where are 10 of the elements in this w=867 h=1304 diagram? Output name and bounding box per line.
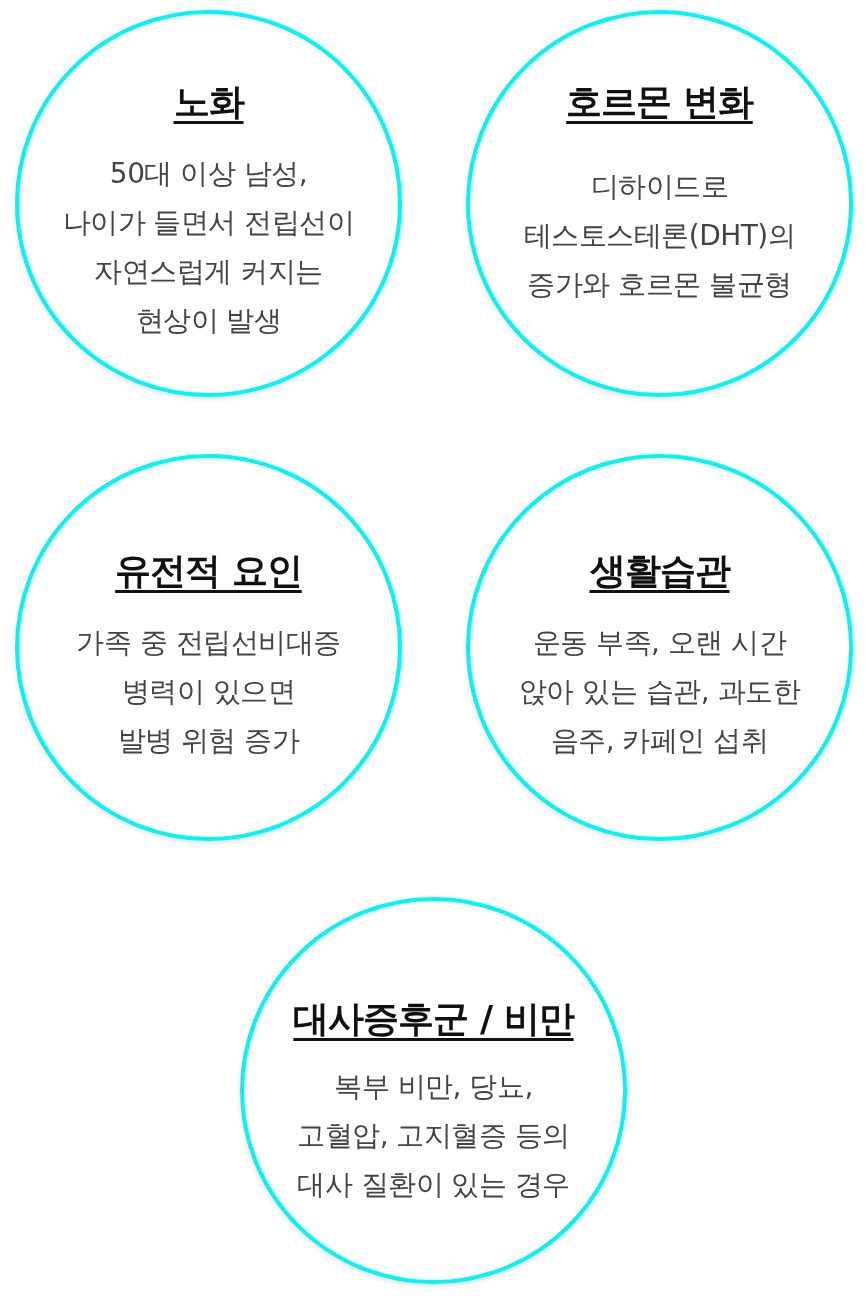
circle-description: 복부 비만, 당뇨, 고혈압, 고지혈증 등의 대사 질환이 있는 경우 bbox=[297, 1069, 570, 1203]
circle-description: 가족 중 전립선비대증 병력이 있으면 발병 위험 증가 bbox=[76, 625, 341, 759]
circle-heading: 유전적 요인 bbox=[115, 549, 302, 593]
circle-description: 디하이드로 테스토스테론(DHT)의 증가와 호르몬 불균형 bbox=[523, 169, 796, 303]
circle-description: 운동 부족, 오랜 시간 앉아 있는 습관, 과도한 음주, 카페인 섭취 bbox=[518, 625, 801, 759]
circle-heading: 대사증후군 / 비만 bbox=[293, 997, 574, 1041]
circle-heading: 생활습관 bbox=[589, 549, 730, 593]
circle-heading: 노화 bbox=[173, 80, 244, 124]
circle-description: 50대 이상 남성, 나이가 들면서 전립선이 자연스럽게 커지는 현상이 발생 bbox=[62, 156, 355, 339]
circle-heading: 호르몬 변화 bbox=[566, 80, 753, 124]
